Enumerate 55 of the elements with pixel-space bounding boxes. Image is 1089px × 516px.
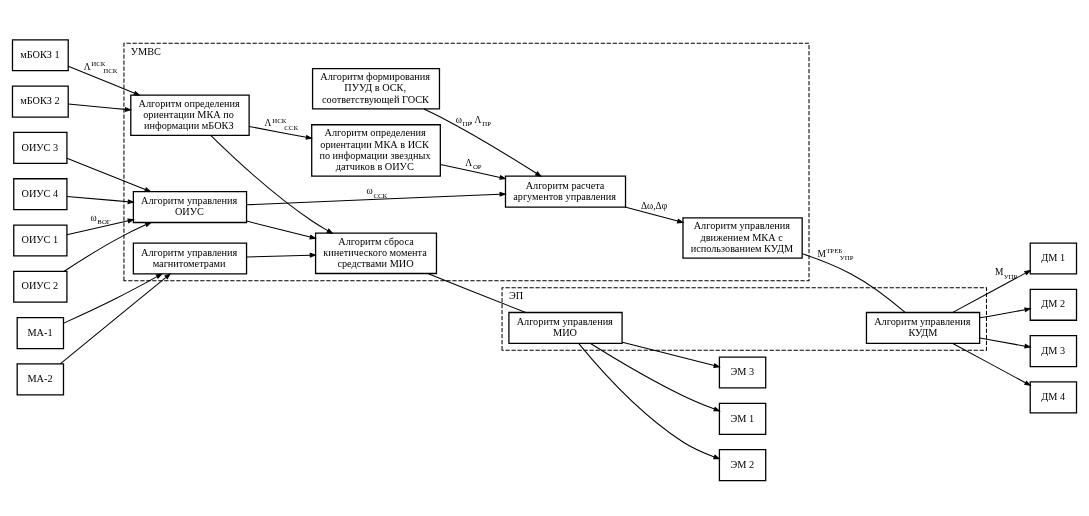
connector: [427, 272, 527, 313]
node-box: ОИУС 3: [13, 131, 68, 164]
edge-label: ω$_{ВОГ}$: [90, 212, 111, 225]
edge-label: Δω,Δφ: [640, 200, 668, 211]
arrow: [246, 252, 317, 258]
arrow: [246, 220, 317, 239]
arrow: [248, 125, 313, 140]
arrow: [246, 191, 507, 205]
node-box: ДМ 2: [1029, 288, 1078, 321]
arrow: [952, 269, 1032, 313]
node-box: ОИУС 4: [13, 177, 68, 210]
node-box: ОИУС 2: [13, 270, 68, 303]
node-box: ДМ 4: [1029, 380, 1078, 413]
arrow: [63, 221, 153, 272]
arrow: [979, 306, 1032, 318]
arrow: [590, 342, 721, 411]
arrow: [67, 65, 141, 96]
node-box: Алгоритм управления ОИУС: [132, 190, 248, 223]
node-box: ЭМ 3: [718, 355, 767, 389]
arrow: [66, 157, 152, 192]
arrow: [952, 342, 1032, 386]
arrow: [439, 163, 507, 180]
connector: [801, 252, 906, 313]
edge-label: ω$_{ССК}$: [366, 185, 388, 199]
arrow: [578, 342, 721, 459]
edge-label: Λ$_{ОР}$: [465, 157, 482, 170]
node-box: ДМ 1: [1029, 241, 1078, 275]
node-box: Алгоритм управления магнитометрами: [132, 241, 248, 275]
node-box: МА-2: [16, 362, 65, 395]
node-box: ОИУС 1: [13, 223, 68, 257]
edge-label: M$_{УПР}$: [995, 266, 1018, 280]
arrow: [979, 337, 1032, 349]
arrow: [63, 272, 164, 324]
arrow: [66, 195, 135, 204]
node-box: Алгоритм управления КУДМ: [865, 311, 981, 344]
arrow: [621, 341, 721, 368]
arrow: [210, 134, 334, 234]
node-box: Алгоритм сброса кинетического момента средствами МИО: [314, 232, 438, 274]
node-box: ЭМ 1: [718, 402, 767, 435]
node-box: Алгоритм расчета аргументов управления: [504, 175, 627, 208]
node-box: мБОКЗ 1: [11, 38, 69, 71]
node-box: Алгоритм управления МИО: [508, 311, 623, 344]
node-box: Алгоритм определения ориентации МКА по информации мБОКЗ: [130, 94, 250, 136]
arrow: [59, 272, 172, 364]
node-box: Алгоритм определения ориентации МКА в ИСК по информации звездных датчиков в ОИУС: [311, 123, 441, 177]
node-box: Алгоритм управления движением МКА с использованием КУДМ: [682, 216, 803, 259]
node-box: ЭМ 2: [718, 448, 767, 481]
node-box: МА-1: [16, 316, 65, 349]
node-box: Алгоритм формирования ПУУД в ОСК, соответствующей ГОСК: [311, 67, 441, 110]
arrow: [67, 103, 133, 112]
node-box: ДМ 3: [1029, 334, 1078, 367]
node-box: мБОКЗ 2: [11, 85, 69, 118]
arrow: [66, 217, 135, 235]
arrow: [624, 206, 685, 223]
edge-label: ω$_{ПР}$, Λ$_{ПР}$: [455, 114, 492, 127]
